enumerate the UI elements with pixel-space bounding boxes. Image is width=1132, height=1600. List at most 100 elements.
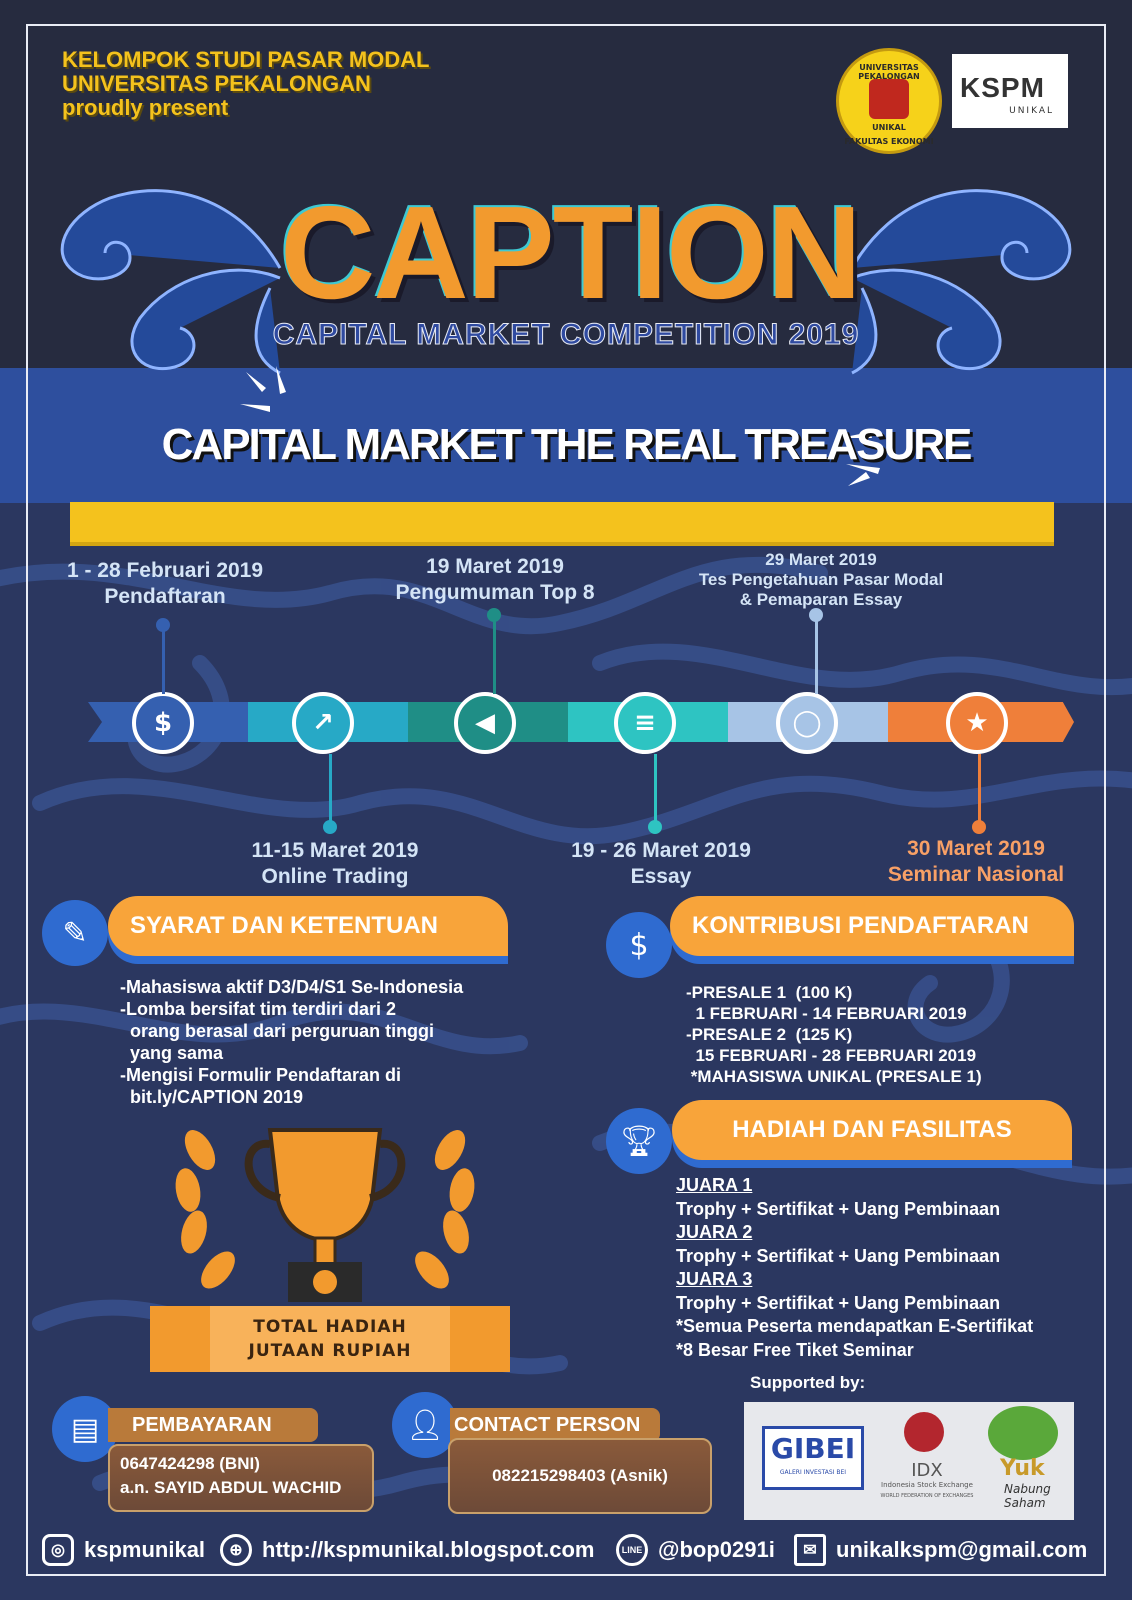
syarat-line: -Lomba bersifat tim terdiri dari 2 <box>120 999 397 1019</box>
footer-line[interactable]: LINE @bop0291i <box>616 1534 775 1566</box>
connector-dot-6 <box>972 820 986 834</box>
total-hadiah-ribbon: TOTAL HADIAH JUTAAN RUPIAH <box>150 1306 510 1372</box>
pembayaran-header: PEMBAYARAN <box>108 1408 318 1442</box>
kontribusi-header: KONTRIBUSI PENDAFTARAN <box>670 896 1074 956</box>
university-emblem <box>869 79 909 119</box>
footer-instagram[interactable]: ◎ kspmunikal <box>42 1534 205 1566</box>
event-subtitle: CAPITAL MARKET COMPETITION 2019 <box>272 318 860 352</box>
syarat-line: bit.ly/CAPTION 2019 <box>120 1087 304 1107</box>
timeline-date-4: 19 - 26 Maret 2019 <box>571 839 751 862</box>
syarat-list: -Mahasiswa aktif D3/D4/S1 Se-Indonesia-L… <box>120 976 463 1108</box>
total-hadiah-text: TOTAL HADIAH JUTAAN RUPIAH <box>210 1306 450 1372</box>
money-gear-icon: $ <box>132 692 194 754</box>
contact-box: 082215298403 (Asnik) <box>448 1438 712 1514</box>
spark-right-icon <box>840 432 880 486</box>
tagline: CAPITAL MARKET THE REAL TREASURE <box>161 420 973 469</box>
pembayaran-box: 0647424298 (BNI) a.n. SAYID ABDUL WACHID <box>108 1444 374 1512</box>
connector-4 <box>654 754 657 824</box>
organizer-line3: proudly present <box>62 95 229 120</box>
connector-dot-2 <box>323 820 337 834</box>
batik-wing-right <box>850 189 1072 375</box>
gibei-logo-sub: GALERI INVESTASI BEI <box>779 1469 847 1476</box>
spark-left-icon <box>240 366 286 412</box>
notepad-icon: ✎ <box>42 900 108 966</box>
kontribusi-line: -PRESALE 1 (100 K) <box>686 983 853 1002</box>
juara-1-prize: Trophy + Sertifikat + Uang Pembinaan <box>676 1198 1001 1219</box>
document-icon: ≡ <box>614 692 676 754</box>
yuk-tree-icon <box>988 1406 1058 1460</box>
mail-icon: ✉ <box>794 1534 826 1566</box>
connector-5 <box>815 616 818 694</box>
timeline-date-6: 30 Maret 2019 <box>907 837 1045 860</box>
syarat-line: yang sama <box>120 1043 224 1063</box>
organizer-line2: UNIVERSITAS PEKALONGAN <box>62 71 371 96</box>
kspm-logo: KSPM UNIKAL <box>952 54 1068 128</box>
instagram-handle: kspmunikal <box>84 1537 206 1562</box>
organizer-line1: KELOMPOK STUDI PASAR MODAL <box>62 47 430 72</box>
timeline-date-2: 11-15 Maret 2019 <box>251 839 419 862</box>
kspm-logo-text: KSPM <box>960 72 1045 103</box>
juara-2: JUARA 2 <box>676 1222 753 1242</box>
footer-email[interactable]: ✉ unikalkspm@gmail.com <box>794 1534 1087 1566</box>
globe-icon: ⊕ <box>220 1534 252 1566</box>
timeline-event-5: Tes Pengetahuan Pasar Modal <box>698 570 944 589</box>
juara-3: JUARA 3 <box>676 1269 753 1289</box>
juara-1: JUARA 1 <box>676 1175 753 1195</box>
contact-phone: 082215298403 (Asnik) <box>492 1466 668 1485</box>
sponsor-panel: GIBEI GALERI INVESTASI BEI IDX Indonesia… <box>744 1402 1074 1520</box>
kontribusi-line: 15 FEBRUARI - 28 FEBRUARI 2019 <box>686 1046 977 1065</box>
line-handle: @bop0291i <box>658 1537 775 1562</box>
idx-logo: IDX Indonesia Stock Exchange WORLD FEDER… <box>872 1460 982 1499</box>
star-icon: ★ <box>946 692 1008 754</box>
kontribusi-line: 1 FEBRUARI - 14 FEBRUARI 2019 <box>686 1004 967 1023</box>
timeline-event-4: Essay <box>630 865 692 888</box>
gibei-logo-text: GIBEI <box>770 1432 856 1465</box>
university-logo-ring: UNIVERSITAS PEKALONGAN <box>858 63 920 81</box>
contact-header: CONTACT PERSON <box>450 1408 660 1442</box>
kontribusi-line: *MAHASISWA UNIKAL (PRESALE 1) <box>686 1067 982 1086</box>
timeline-date-1: 1 - 28 Februari 2019 <box>66 559 264 582</box>
idx-logo-sub: Indonesia Stock Exchange <box>881 1481 973 1489</box>
yuk-logo-text: Yuk <box>1000 1456 1045 1481</box>
trophy-laurel-illustration <box>175 1128 475 1302</box>
university-logo: UNIVERSITAS PEKALONGAN UNIKAL FAKULTAS E… <box>836 48 942 154</box>
yellow-divider <box>70 502 1054 546</box>
website-url: http://kspmunikal.blogspot.com <box>262 1537 595 1562</box>
timeline-label-6: 30 Maret 2019 Seminar Nasional <box>856 836 1096 888</box>
timeline-label-3: 19 Maret 2019 Pengumuman Top 8 <box>360 554 630 606</box>
trophy-certificate-icon: 🏆︎ <box>606 1108 672 1174</box>
total-hadiah-line2: JUTAAN RUPIAH <box>248 1341 412 1361</box>
supported-label: Supported by: <box>750 1373 866 1392</box>
hadiah-header: HADIAH DAN FASILITAS <box>672 1100 1072 1160</box>
money-bag-icon: $ <box>606 912 672 978</box>
syarat-line: -Mengisi Formulir Pendaftaran di <box>120 1065 402 1085</box>
connector-1 <box>162 628 165 694</box>
megaphone-icon: ◀ <box>454 692 516 754</box>
person-icon: 👤︎ <box>392 1392 458 1458</box>
line-icon: LINE <box>616 1534 648 1566</box>
timeline-date-5: 29 Maret 2019 <box>765 550 877 569</box>
hadiah-list: JUARA 1 Trophy + Sertifikat + Uang Pembin… <box>676 1174 1033 1362</box>
syarat-line: -Mahasiswa aktif D3/D4/S1 Se-Indonesia <box>120 977 464 997</box>
timeline-event-2: Online Trading <box>261 865 409 888</box>
timeline-event-3: Pengumuman Top 8 <box>395 581 595 604</box>
idx-emblem <box>904 1412 944 1452</box>
total-hadiah-line1: TOTAL HADIAH <box>253 1317 407 1337</box>
tagline-band <box>0 368 1132 503</box>
pembayaran-account: 0647424298 (BNI) <box>120 1454 260 1473</box>
timeline-event-6: Seminar Nasional <box>887 863 1065 886</box>
timeline-label-1: 1 - 28 Februari 2019 Pendaftaran <box>30 558 300 610</box>
gibei-logo: GIBEI GALERI INVESTASI BEI <box>762 1426 864 1490</box>
footer-website[interactable]: ⊕ http://kspmunikal.blogspot.com <box>220 1534 594 1566</box>
hadiah-note-2: *8 Besar Free Tiket Seminar <box>676 1339 914 1360</box>
juara-3-prize: Trophy + Sertifikat + Uang Pembinaan <box>676 1292 1001 1313</box>
organizer-text: KELOMPOK STUDI PASAR MODAL UNIVERSITAS P… <box>62 48 429 120</box>
university-logo-bottom: FAKULTAS EKONOMI <box>844 137 934 146</box>
event-title: CAPTION <box>280 179 862 326</box>
juara-2-prize: Trophy + Sertifikat + Uang Pembinaan <box>676 1245 1001 1266</box>
pembayaran-name: a.n. SAYID ABDUL WACHID <box>120 1478 342 1497</box>
yuk-sub-2: Saham <box>1004 1496 1046 1510</box>
connector-6 <box>978 754 981 824</box>
syarat-line: orang berasal dari perguruan tinggi <box>120 1021 435 1041</box>
